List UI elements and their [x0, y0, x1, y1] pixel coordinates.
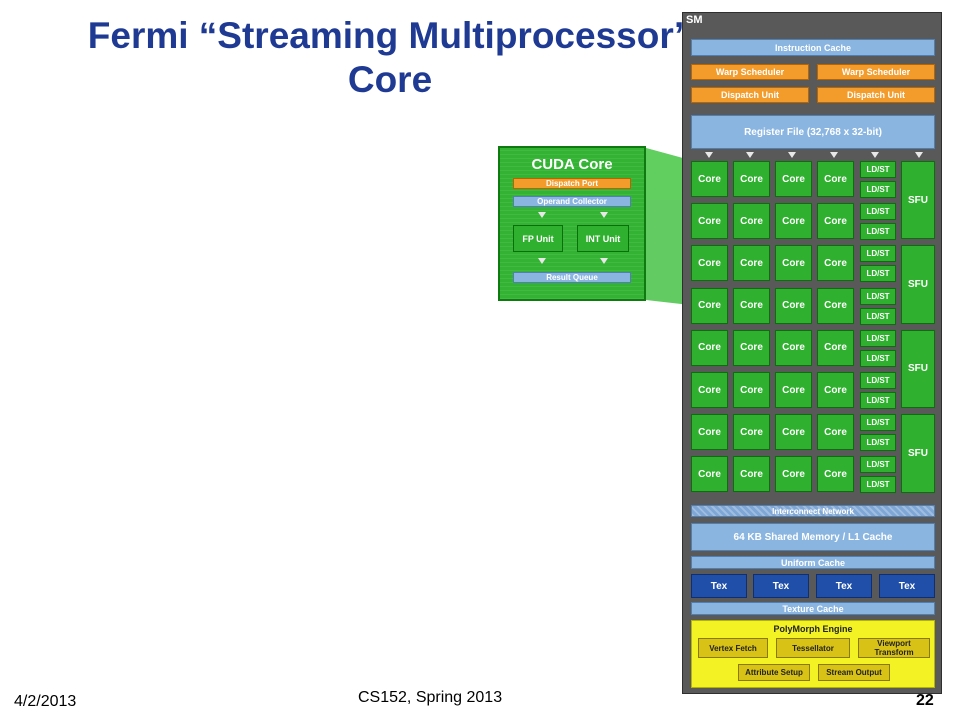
- core-unit: Core: [733, 203, 770, 240]
- arrow-icon: [600, 212, 608, 218]
- title-line-2: Core: [347, 59, 433, 100]
- core-unit: Core: [691, 456, 728, 493]
- core-unit: Core: [775, 456, 812, 493]
- ldst-unit: LD/ST: [860, 349, 896, 367]
- uniform-cache: Uniform Cache: [691, 556, 935, 569]
- cuda-core-title: CUDA Core: [531, 156, 613, 173]
- core-unit: Core: [691, 414, 728, 451]
- core-unit: Core: [817, 245, 854, 282]
- dispatch-unit-1: Dispatch Unit: [691, 87, 809, 103]
- core-unit: Core: [817, 456, 854, 493]
- core-unit: Core: [817, 372, 854, 408]
- ldst-unit: LD/ST: [860, 265, 896, 283]
- core-unit: Core: [775, 287, 812, 324]
- stream-output: Stream Output: [818, 664, 890, 681]
- arrow-icon: [538, 212, 546, 218]
- core-unit: Core: [691, 329, 728, 366]
- arrow-icon: [788, 152, 796, 158]
- core-unit: Core: [733, 329, 770, 366]
- ldst-unit: LD/ST: [860, 307, 896, 325]
- attribute-setup: Attribute Setup: [738, 664, 810, 681]
- arrow-icon: [600, 258, 608, 264]
- tessellator: Tessellator: [776, 638, 850, 658]
- ldst-unit: LD/ST: [860, 372, 896, 389]
- ldst-unit: LD/ST: [860, 456, 896, 474]
- ldst-unit: LD/ST: [860, 329, 896, 347]
- tex-unit-4: Tex: [879, 574, 935, 598]
- arrow-icon: [538, 258, 546, 264]
- sfu-unit: SFU: [901, 161, 935, 240]
- shared-memory-l1-cache: 64 KB Shared Memory / L1 Cache: [691, 523, 935, 551]
- core-unit: Core: [733, 372, 770, 408]
- instruction-cache: Instruction Cache: [691, 39, 935, 56]
- core-unit: Core: [733, 245, 770, 282]
- core-unit: Core: [817, 203, 854, 240]
- dispatch-port: Dispatch Port: [513, 178, 631, 189]
- ldst-unit: LD/ST: [860, 476, 896, 494]
- interconnect-network: Interconnect Network: [691, 505, 935, 517]
- ldst-unit: LD/ST: [860, 245, 896, 263]
- core-unit: Core: [775, 329, 812, 366]
- cuda-core-detail: CUDA Core Dispatch Port Operand Collecto…: [498, 146, 646, 301]
- ldst-unit: LD/ST: [860, 181, 896, 198]
- arrow-icon: [830, 152, 838, 158]
- ldst-unit: LD/ST: [860, 203, 896, 221]
- core-unit: Core: [775, 414, 812, 451]
- sfu-unit: SFU: [901, 245, 935, 324]
- core-unit: Core: [817, 329, 854, 366]
- register-file: Register File (32,768 x 32-bit): [691, 115, 935, 149]
- operand-collector: Operand Collector: [513, 196, 631, 207]
- core-unit: Core: [691, 372, 728, 408]
- core-unit: Core: [817, 287, 854, 324]
- ldst-unit: LD/ST: [860, 392, 896, 409]
- sm-diagram: SM Instruction Cache Warp Scheduler Warp…: [682, 12, 942, 694]
- ldst-unit: LD/ST: [860, 161, 896, 178]
- tex-unit-2: Tex: [753, 574, 809, 598]
- footer-course: CS152, Spring 2013: [358, 689, 503, 706]
- dispatch-unit-2: Dispatch Unit: [817, 87, 935, 103]
- sfu-unit: SFU: [901, 414, 935, 493]
- page-number: 22: [916, 692, 934, 709]
- ldst-unit: LD/ST: [860, 434, 896, 452]
- core-unit: Core: [817, 161, 854, 197]
- tex-unit-3: Tex: [816, 574, 872, 598]
- ldst-unit: LD/ST: [860, 223, 896, 241]
- int-unit: INT Unit: [577, 225, 629, 252]
- polymorph-engine: PolyMorph Engine Vertex Fetch Tessellato…: [691, 620, 935, 688]
- slide-title: Fermi “Streaming Multiprocessor” Core: [60, 14, 720, 102]
- texture-cache: Texture Cache: [691, 602, 935, 615]
- ldst-unit: LD/ST: [860, 414, 896, 432]
- core-unit: Core: [775, 203, 812, 240]
- core-unit: Core: [691, 245, 728, 282]
- core-unit: Core: [691, 203, 728, 240]
- core-unit: Core: [691, 287, 728, 324]
- core-unit: Core: [733, 456, 770, 493]
- core-unit: Core: [775, 161, 812, 197]
- core-unit: Core: [733, 161, 770, 197]
- warp-scheduler-2: Warp Scheduler: [817, 64, 935, 80]
- footer-date: 4/2/2013: [14, 693, 77, 710]
- core-unit: Core: [817, 414, 854, 451]
- ldst-unit: LD/ST: [860, 287, 896, 305]
- vertex-fetch: Vertex Fetch: [698, 638, 768, 658]
- core-unit: Core: [733, 287, 770, 324]
- fp-unit: FP Unit: [513, 225, 563, 252]
- viewport-transform: Viewport Transform: [858, 638, 930, 658]
- sm-label: SM: [686, 14, 703, 26]
- arrow-icon: [915, 152, 923, 158]
- sfu-unit: SFU: [901, 329, 935, 409]
- arrow-icon: [871, 152, 879, 158]
- polymorph-title: PolyMorph Engine: [773, 624, 853, 634]
- core-unit: Core: [691, 161, 728, 197]
- arrow-icon: [746, 152, 754, 158]
- result-queue: Result Queue: [513, 272, 631, 283]
- core-unit: Core: [733, 414, 770, 451]
- title-line-1: Fermi “Streaming Multiprocessor”: [87, 15, 693, 56]
- core-unit: Core: [775, 372, 812, 408]
- arrow-icon: [705, 152, 713, 158]
- core-unit: Core: [775, 245, 812, 282]
- warp-scheduler-1: Warp Scheduler: [691, 64, 809, 80]
- tex-unit-1: Tex: [691, 574, 747, 598]
